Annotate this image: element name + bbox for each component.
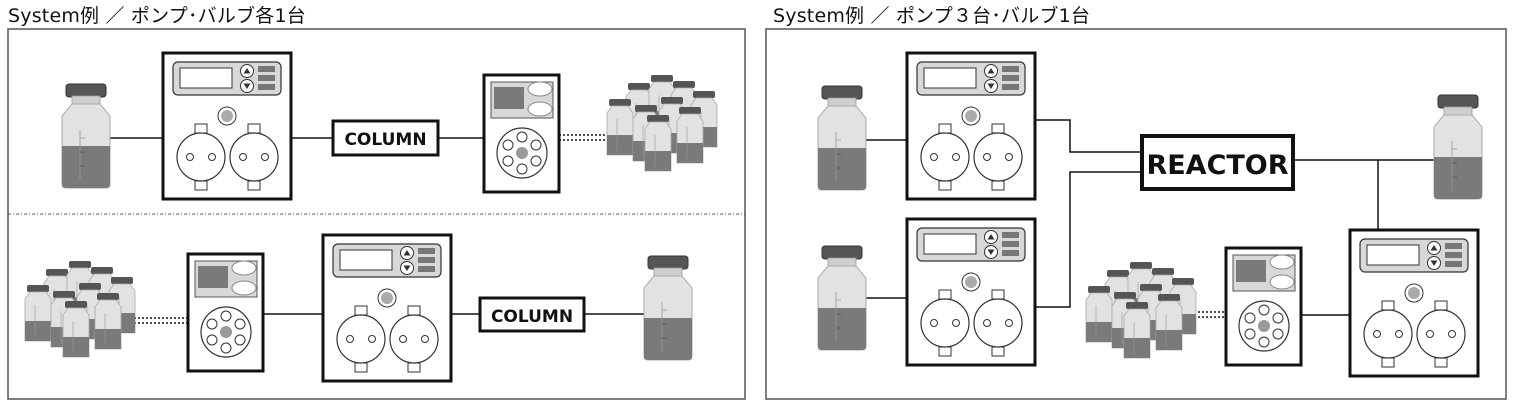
bottle-icon xyxy=(817,85,867,191)
left-top-row: COLUMN xyxy=(61,51,717,201)
panel-right-frame xyxy=(765,28,1507,400)
panel-left-title: System例 ／ ポンプ･バルブ各1台 xyxy=(8,5,306,27)
panel-right-title: System例 ／ ポンプ３台･バルブ1台 xyxy=(773,5,1091,27)
reactor-box xyxy=(1140,134,1295,191)
valve-icon xyxy=(1224,246,1303,367)
pump-icon xyxy=(1348,228,1480,378)
left-bottom-row: COLUMN xyxy=(25,233,693,383)
bottle-cluster-icon xyxy=(607,75,717,171)
bottle-cluster-icon xyxy=(25,261,135,357)
pump-icon xyxy=(905,217,1037,367)
bottle-icon xyxy=(1433,94,1483,200)
column-label: COLUMN xyxy=(491,307,573,327)
pump-icon xyxy=(905,51,1037,201)
bottle-icon xyxy=(817,245,867,351)
reactor-label: REACTOR xyxy=(1146,150,1288,181)
column-label: COLUMN xyxy=(344,130,426,150)
valve-icon xyxy=(186,252,265,373)
column-box xyxy=(331,119,440,157)
valve-icon xyxy=(482,73,561,194)
bottle-icon xyxy=(643,255,693,361)
pump-icon xyxy=(321,233,453,383)
right-panel-diagram: REACTOR xyxy=(817,51,1483,378)
pump-icon xyxy=(161,51,293,201)
column-box xyxy=(478,296,586,333)
bottle-icon xyxy=(61,83,111,189)
bottle-cluster-icon xyxy=(1086,262,1196,358)
